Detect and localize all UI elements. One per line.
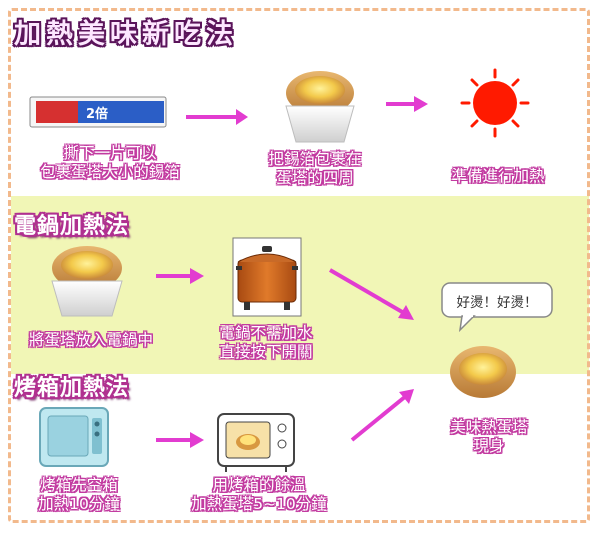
egg-tart-icon <box>51 246 123 317</box>
arrow <box>156 432 204 448</box>
speech-bubble-text: 好燙！好燙！ <box>456 295 538 311</box>
caption-wrap: 把錫箔包裹在蛋塔的四周 <box>268 150 362 187</box>
caption-into-cooker: 將蛋塔放入電鍋中 <box>28 331 153 349</box>
egg-tart-icon <box>285 71 355 143</box>
microwave-icon <box>39 407 109 467</box>
section-title-rice-cooker: 電鍋加熱法 <box>14 214 130 239</box>
arrow <box>386 96 428 112</box>
caption-result: 美味熱蛋塔現身 <box>450 418 528 455</box>
foil-box-icon: 2倍 <box>29 96 167 128</box>
arrow <box>328 268 414 320</box>
foil-box-label: 2倍 <box>86 106 108 122</box>
caption-oven-residual: 用烤箱的餘溫加熱蛋塔5~10分鐘 <box>191 476 327 513</box>
caption-oven-preheat: 烤箱先空箱加熱10分鐘 <box>38 476 120 513</box>
page-title: 加熱美味新吃法 <box>14 19 238 50</box>
sun-icon <box>460 68 530 138</box>
arrow <box>186 109 248 125</box>
caption-cooker-press: 電鍋不需加水直接按下開關 <box>219 324 313 361</box>
arrow <box>156 268 204 284</box>
dashed-frame <box>8 8 590 523</box>
caption-foil: 撕下一片可以包裹蛋塔大小的錫箔 <box>40 144 180 181</box>
rice-cooker-icon <box>232 237 302 317</box>
arrow <box>350 389 414 442</box>
caption-ready: 準備進行加熱 <box>451 167 545 185</box>
speech-bubble-icon <box>441 282 553 333</box>
oven-icon <box>217 413 295 472</box>
egg-tart-icon <box>450 346 516 398</box>
section-title-oven: 烤箱加熱法 <box>14 376 130 401</box>
